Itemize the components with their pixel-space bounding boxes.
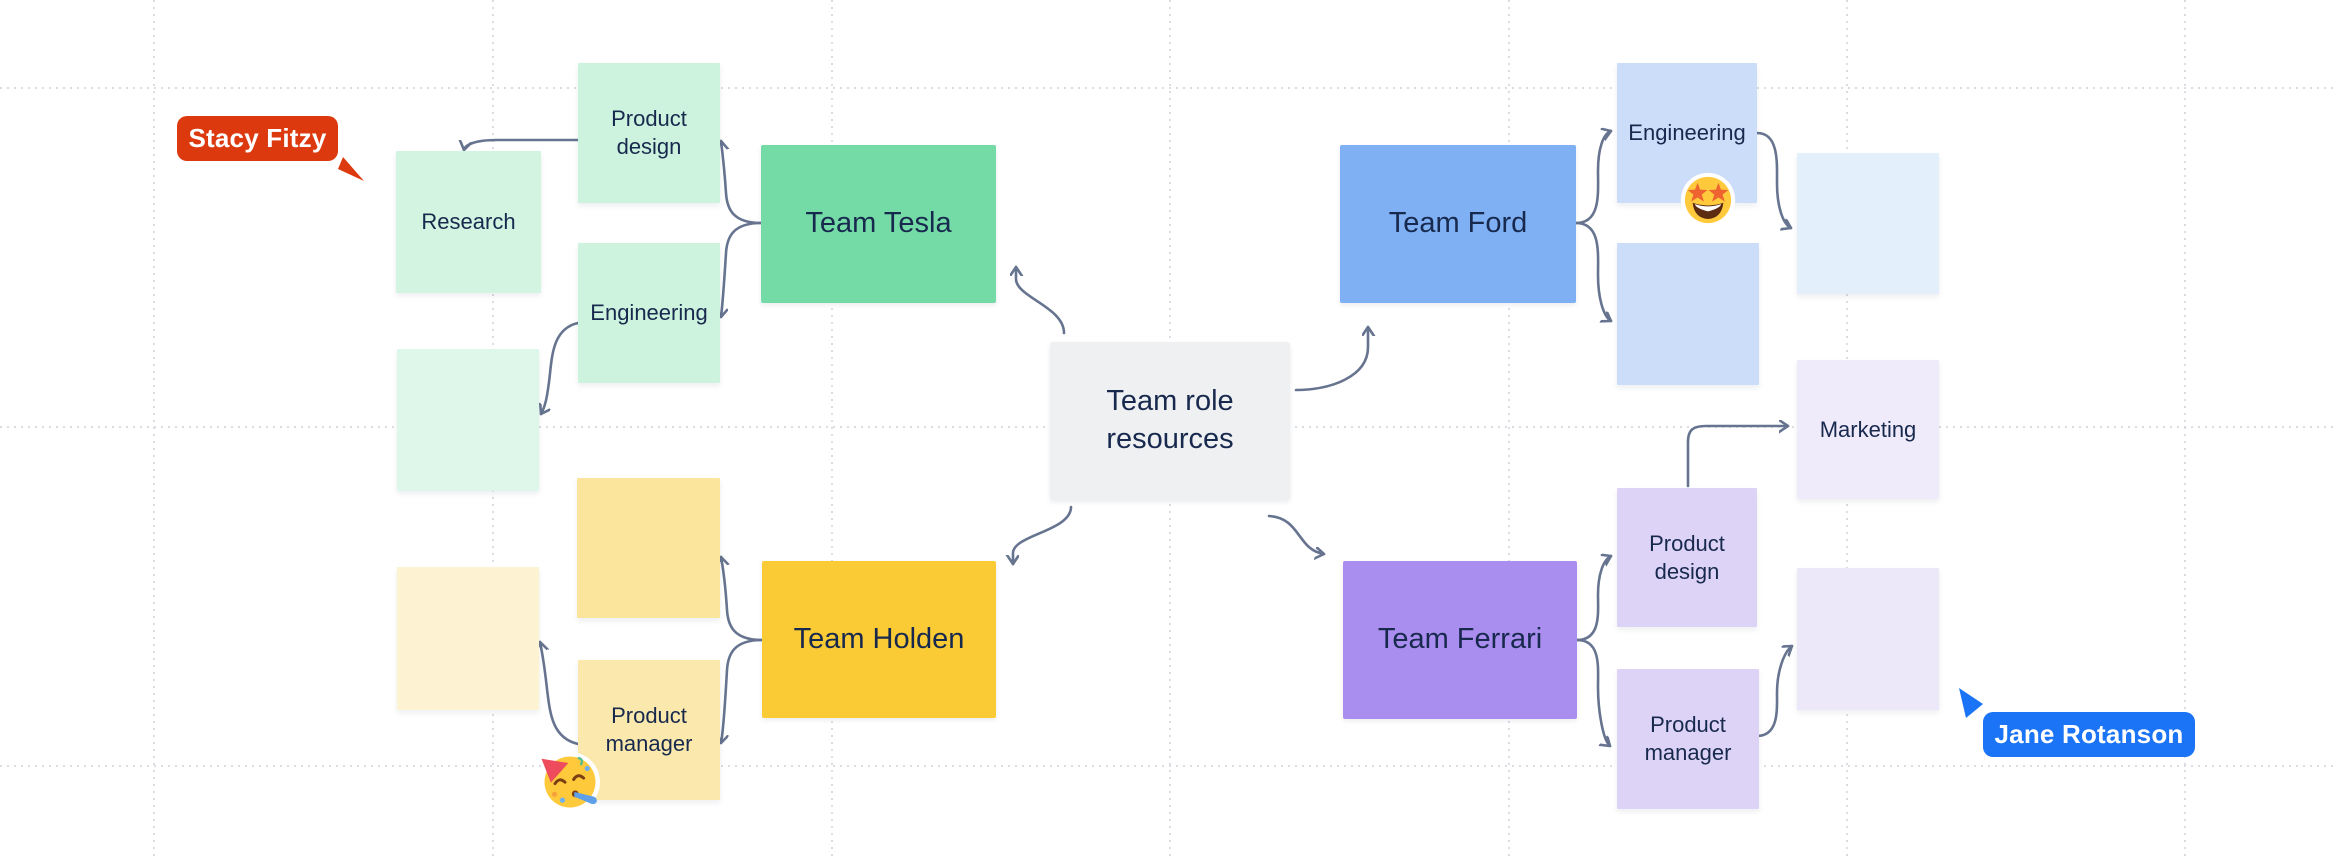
sticky-empty-pale-lavender[interactable]: [1797, 568, 1939, 710]
star-struck-emoji-sticker[interactable]: [1679, 171, 1737, 229]
team-node-label: Team Ferrari: [1377, 623, 1543, 656]
connector-center-to-holden[interactable]: [1013, 505, 1073, 566]
connector-engineering-to-empty-mint[interactable]: [541, 321, 580, 416]
collaborator-name-tag-stacy: Stacy Fitzy: [177, 116, 338, 161]
sticky-ferrari-product-manager[interactable]: Product manager: [1617, 669, 1759, 809]
collaborator-name-tag-jane: Jane Rotanson: [1983, 712, 2195, 757]
connector-ford-to-empty-blue[interactable]: [1574, 221, 1613, 321]
collaborator-name: Jane Rotanson: [1994, 719, 2184, 749]
sticky-label: Product manager: [605, 703, 693, 756]
connector-center-to-ford[interactable]: [1294, 325, 1368, 392]
connector-center-to-ferrari[interactable]: [1267, 514, 1326, 554]
team-node-ford[interactable]: Team Ford: [1340, 145, 1576, 303]
star-struck-emoji: [1680, 172, 1736, 228]
sticky-label: Marketing: [1819, 416, 1917, 442]
sticky-label: Product design: [611, 106, 687, 159]
center-node-label: Team role resources: [1106, 385, 1234, 455]
sticky-ford-empty-blue[interactable]: [1617, 243, 1759, 385]
partying-face-emoji: [540, 752, 600, 812]
connector-center-to-tesla[interactable]: [1016, 265, 1066, 335]
sticky-empty-pale-blue[interactable]: [1797, 153, 1939, 294]
sticky-tesla-engineering[interactable]: Engineering: [578, 243, 720, 383]
sticky-holden-empty-yellow[interactable]: [577, 478, 720, 618]
team-node-label: Team Holden: [793, 622, 965, 655]
grid-line-vertical: [153, 0, 155, 860]
team-node-holden[interactable]: Team Holden: [762, 561, 996, 718]
collaborator-name: Stacy Fitzy: [188, 123, 327, 153]
connector-product-design-to-research[interactable]: [464, 138, 580, 152]
connector-holden-to-empty-yellow[interactable]: [721, 555, 764, 642]
connector-tesla-to-product-design[interactable]: [721, 139, 763, 225]
partying-face-emoji-sticker[interactable]: [534, 746, 606, 818]
sticky-holden-product-manager[interactable]: Product manager: [578, 660, 720, 800]
grid-line-vertical: [1508, 0, 1510, 860]
team-node-label: Team Tesla: [805, 207, 952, 240]
center-node-team-role-resources[interactable]: Team role resources: [1050, 342, 1290, 500]
sticky-tesla-product-design[interactable]: Product design: [578, 63, 720, 203]
team-node-tesla[interactable]: Team Tesla: [761, 145, 996, 303]
sticky-label: Engineering: [590, 300, 708, 326]
connector-ferrari-to-product-manager[interactable]: [1575, 638, 1612, 748]
sticky-ferrari-product-design[interactable]: Product design: [1617, 488, 1757, 627]
connector-product-manager-to-empty-pale-yellow[interactable]: [540, 640, 580, 746]
team-node-ferrari[interactable]: Team Ferrari: [1343, 561, 1577, 719]
stacy-cursor-icon: [336, 155, 368, 190]
connector-holden-to-product-manager[interactable]: [721, 638, 764, 745]
sticky-ford-engineering[interactable]: Engineering: [1617, 63, 1757, 203]
sticky-research[interactable]: Research: [396, 151, 541, 293]
jane-cursor-icon: [1956, 686, 1986, 725]
connector-ferrari-to-product-design[interactable]: [1575, 556, 1613, 642]
sticky-label: Engineering: [1628, 120, 1746, 146]
grid-line-vertical: [831, 0, 833, 860]
connector-ford-to-engineering[interactable]: [1574, 131, 1613, 225]
connector-tesla-to-engineering[interactable]: [721, 221, 763, 319]
connector-product-design-to-marketing[interactable]: [1686, 426, 1790, 488]
sticky-label: Research: [421, 209, 516, 235]
grid-line-horizontal: [0, 765, 2336, 767]
connector-product-manager-to-empty-pale-lavender[interactable]: [1755, 644, 1794, 738]
sticky-label: Product manager: [1644, 712, 1732, 765]
sticky-marketing[interactable]: Marketing: [1797, 360, 1939, 499]
sticky-label: Product design: [1649, 530, 1725, 584]
team-node-label: Team Ford: [1388, 207, 1528, 240]
sticky-empty-mint[interactable]: [397, 349, 539, 491]
grid-line-horizontal: [0, 87, 2336, 89]
connector-engineering-to-empty-pale-blue[interactable]: [1755, 131, 1793, 228]
sticky-empty-pale-yellow[interactable]: [397, 567, 539, 710]
